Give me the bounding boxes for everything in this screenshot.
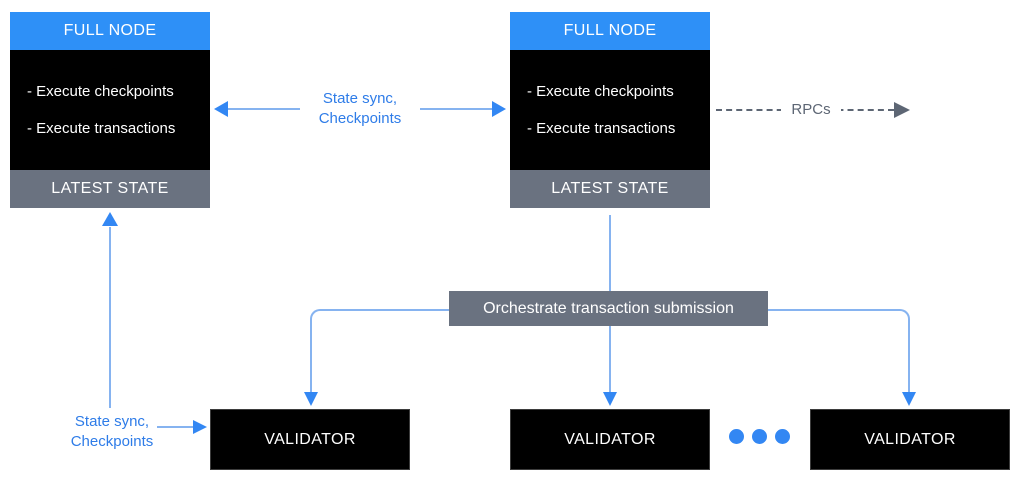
state-sync-bottom-label: State sync, Checkpoints	[48, 412, 176, 452]
full-node-right-latest-state-bar: LATEST STATE	[510, 170, 710, 208]
full-node-left-item-checkpoints: - Execute checkpoints	[27, 83, 174, 100]
ellipsis-dots-icon	[729, 429, 790, 444]
orchestrator-to-validator-center-line	[609, 326, 611, 392]
full-node-left: FULL NODE - Execute checkpoints - Execut…	[10, 12, 210, 208]
rpcs-arrowhead-icon	[894, 102, 910, 118]
full-node-left-title: FULL NODE	[10, 12, 210, 50]
full-node-left-body: - Execute checkpoints - Execute transact…	[10, 50, 210, 170]
fullnode-to-orchestrator-line	[609, 215, 611, 291]
arrowhead-left-icon	[214, 101, 228, 117]
arrowhead-up-icon	[102, 212, 118, 226]
full-node-left-item-transactions: - Execute transactions	[27, 120, 176, 137]
validator-box-2: VALIDATOR	[510, 409, 710, 470]
full-node-left-latest-state-bar: LATEST STATE	[10, 170, 210, 208]
full-node-right-item-transactions: - Execute transactions	[527, 120, 676, 137]
arrowhead-down-left-icon	[304, 392, 318, 406]
state-sync-up-line	[109, 227, 111, 408]
orchestrator-box: Orchestrate transaction submission	[449, 291, 768, 326]
full-node-right: FULL NODE - Execute checkpoints - Execut…	[510, 12, 710, 208]
orchestrator-branch-right	[768, 309, 910, 392]
full-node-right-body: - Execute checkpoints - Execute transact…	[510, 50, 710, 170]
state-sync-top-label-line1: State sync,	[322, 90, 398, 107]
arrowhead-right-small-icon	[193, 420, 207, 434]
validator-box-3: VALIDATOR	[810, 409, 1010, 470]
state-sync-top-label: State sync, Checkpoints	[300, 89, 420, 129]
state-sync-top-label-line2: Checkpoints	[318, 110, 402, 127]
arrowhead-down-center-icon	[603, 392, 617, 406]
rpcs-label: RPCs	[781, 100, 841, 120]
full-node-right-title: FULL NODE	[510, 12, 710, 50]
ellipsis-dot	[752, 429, 767, 444]
state-sync-to-validator-line	[157, 426, 193, 428]
state-sync-bottom-label-line2: Checkpoints	[70, 433, 154, 450]
arrowhead-right-icon	[492, 101, 506, 117]
arrowhead-down-right-icon	[902, 392, 916, 406]
ellipsis-dot	[775, 429, 790, 444]
ellipsis-dot	[729, 429, 744, 444]
orchestrator-branch-left	[310, 309, 449, 392]
validator-box-1: VALIDATOR	[210, 409, 410, 470]
full-node-right-item-checkpoints: - Execute checkpoints	[527, 83, 674, 100]
state-sync-bottom-label-line1: State sync,	[74, 413, 150, 430]
